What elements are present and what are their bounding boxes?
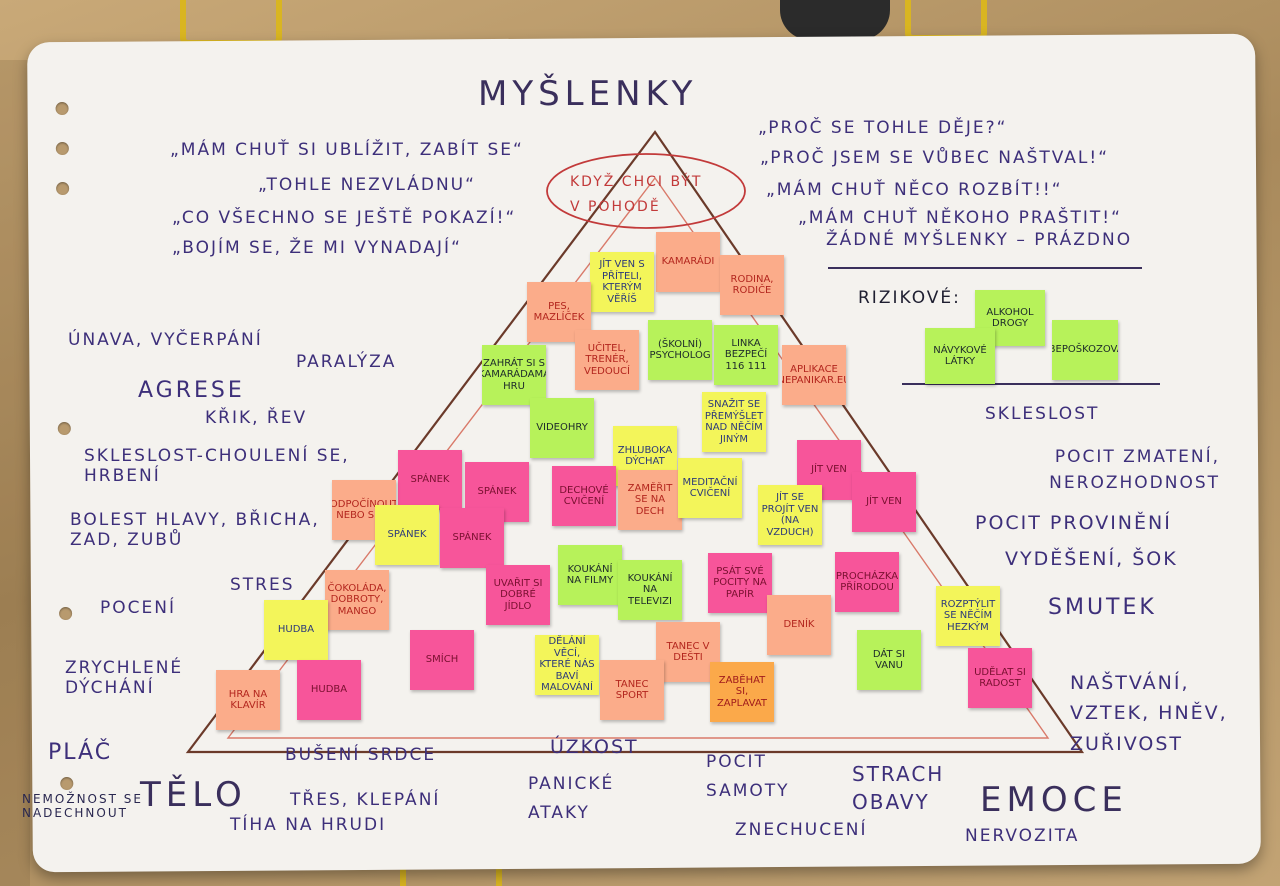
bottom-item: ZNECHUCENÍ — [735, 820, 868, 840]
bottom-item: ÚZKOST — [550, 736, 639, 758]
sticky-note: Spánek — [440, 508, 504, 568]
risk-label: RIZIKOVÉ: — [858, 288, 961, 308]
emotion-item: SMUTEK — [1048, 595, 1157, 620]
sticky-note: JÍT VEN — [852, 472, 916, 532]
sticky-note: APLIKACE (NEPANIKAR.EU) — [782, 345, 846, 405]
sticky-note: (ŠKOLNÍ) PSYCHOLOG — [648, 320, 712, 380]
sticky-note: ČOKOLÁDA, DOBROTY, MANGO — [325, 570, 389, 630]
floor-seam — [0, 60, 30, 886]
sticky-note: DECHOVÉ CVIČENÍ — [552, 466, 616, 526]
body-item: STRES — [230, 575, 295, 595]
emotions-section-label: EMOCE — [980, 780, 1128, 820]
sticky-note: JÍT SE PROJÍT VEN (NA VZDUCH) — [758, 485, 822, 545]
thought-left-2: „TOHLE NEZVLÁDNU“ — [258, 175, 476, 195]
sticky-note: RODINA, RODIČE — [720, 255, 784, 315]
sticky-note: LINKA BEZPEČÍ 116 111 — [714, 325, 778, 385]
thought-left-3: „CO VŠECHNO SE JEŠTĚ POKAZÍ!“ — [172, 208, 517, 228]
body-item: PLÁČ — [48, 740, 113, 765]
body-item: PARALÝZA — [296, 352, 397, 372]
thought-right-3: „MÁM CHUŤ NĚCO ROZBÍT!!“ — [766, 180, 1063, 200]
emotion-item: VYDĚŠENÍ, ŠOK — [1005, 548, 1178, 570]
emotion-item: SKLESLOST — [985, 404, 1100, 424]
thought-right-2: „PROČ JSEM SE VŮBEC NAŠTVAL!“ — [760, 148, 1110, 168]
body-item: SKLESLOST-CHOULENÍ SE, HRBENÍ — [84, 446, 350, 486]
poster-title: MYŠLENKY — [478, 74, 698, 114]
body-item: ZRYCHLENÉ DÝCHÁNÍ — [65, 658, 184, 698]
sticky-note: SPÁNEK — [398, 450, 462, 510]
sticky-note: ROZPTÝLIT SE NĚČÍM HEZKÝM — [936, 586, 1000, 646]
sticky-note: PROCHÁZKA PŘÍRODOU — [835, 552, 899, 612]
sticky-note: UDĚLAT SI RADOST — [968, 648, 1032, 708]
emotion-item: POCIT PROVINĚNÍ — [975, 512, 1172, 534]
body-item: ÚNAVA, VYČERPÁNÍ — [68, 330, 263, 350]
sticky-note: Koukání na televizi — [618, 560, 682, 620]
circle-caption: KDYŽ CHCI BÝT V POHODĚ — [570, 174, 703, 216]
sticky-note: HRA NA KLAVÍR — [216, 670, 280, 730]
sticky-note: DĚLÁNÍ VĚCÍ, KTERÉ NÁS BAVÍ MALOVÁNÍ — [535, 635, 599, 695]
sticky-note: Zahrát si s kamarádama hru — [482, 345, 546, 405]
sticky-note: DÁT SI VANU — [857, 630, 921, 690]
sticky-note: NÁVYKOVÉ LÁTKY — [925, 328, 995, 384]
sticky-note: SNAŽIT SE PŘEMÝŠLET NAD NĚČÍM JINÝM — [702, 392, 766, 452]
sticky-note: ZAMĚŘIT SE NA DECH — [618, 470, 682, 530]
thought-right-4: „MÁM CHUŤ NĚKOHO PRAŠTIT!“ — [798, 208, 1122, 228]
sticky-note: TANEC SPORT — [600, 660, 664, 720]
sticky-note: DENÍK — [767, 595, 831, 655]
sticky-note: UČITEL, TRENÉR, VEDOUCÍ — [575, 330, 639, 390]
sticky-note: UVAŘIT SI DOBRÉ JÍDLO — [486, 565, 550, 625]
body-item: KŘIK, ŘEV — [205, 408, 308, 428]
emotion-item: POCIT ZMATENÍ, NEROZHODNOST — [1049, 447, 1220, 493]
sticky-note: SMÍCH — [410, 630, 474, 690]
bottom-item: STRACH OBAVY — [852, 762, 945, 814]
sticky-note: HUDBA — [264, 600, 328, 660]
body-section-label: TĚLO — [140, 775, 247, 815]
bottom-item: POCIT SAMOTY — [706, 752, 790, 801]
sticky-note: KAMARÁDI — [656, 232, 720, 292]
body-item: NEMOŽNOST SE NADECHNOUT — [22, 792, 143, 820]
thought-right-1: „PROČ SE TOHLE DĚJE?“ — [758, 118, 1008, 138]
body-item: BUŠENÍ SRDCE — [285, 745, 437, 765]
body-item: POCENÍ — [100, 598, 176, 618]
sticky-note: MEDITAČNÍ CVIČENÍ — [678, 458, 742, 518]
bag-shadow — [780, 0, 890, 40]
thought-right-5: ŽÁDNÉ MYŠLENKY – PRÁZDNO — [826, 230, 1133, 250]
thought-left-4: „BOJÍM SE, ŽE MI VYNADAJÍ“ — [172, 238, 462, 258]
emotion-item: NERVOZITA — [965, 826, 1080, 846]
bottom-item: PANICKÉ ATAKY — [528, 774, 615, 823]
sticky-note: SPÁNEK — [375, 505, 439, 565]
sticky-note: ALKOHOL DROGY — [975, 290, 1045, 346]
sticky-note: VIDEOHRY — [530, 398, 594, 458]
body-item: TÍHA NA HRUDI — [230, 815, 387, 835]
body-item: BOLEST HLAVY, BŘICHA, ZAD, ZUBŮ — [70, 510, 320, 550]
body-item: TŘES, KLEPÁNÍ — [290, 790, 441, 810]
sticky-note: JÍT VEN S PŘÍTELI, KTERÝM VĚŘÍŠ — [590, 252, 654, 312]
thought-left-1: „MÁM CHUŤ SI UBLÍŽIT, ZABÍT SE“ — [170, 140, 524, 160]
sticky-note: Koukání na filmy — [558, 545, 622, 605]
sticky-note: SEBEPOŠKOZOVÁNÍ — [1052, 320, 1118, 380]
sticky-note: PSÁT SVÉ POCITY NA PAPÍR — [708, 553, 772, 613]
emotion-item: NAŠTVÁNÍ, VZTEK, HNĚV, ZUŘIVOST — [1070, 672, 1228, 755]
sticky-note: ZABĚHAT SI, ZAPLAVAT — [710, 662, 774, 722]
body-item: AGRESE — [138, 378, 245, 403]
sticky-note: TANEC V DEŠTI — [656, 622, 720, 682]
sticky-note: HUDBA — [297, 660, 361, 720]
